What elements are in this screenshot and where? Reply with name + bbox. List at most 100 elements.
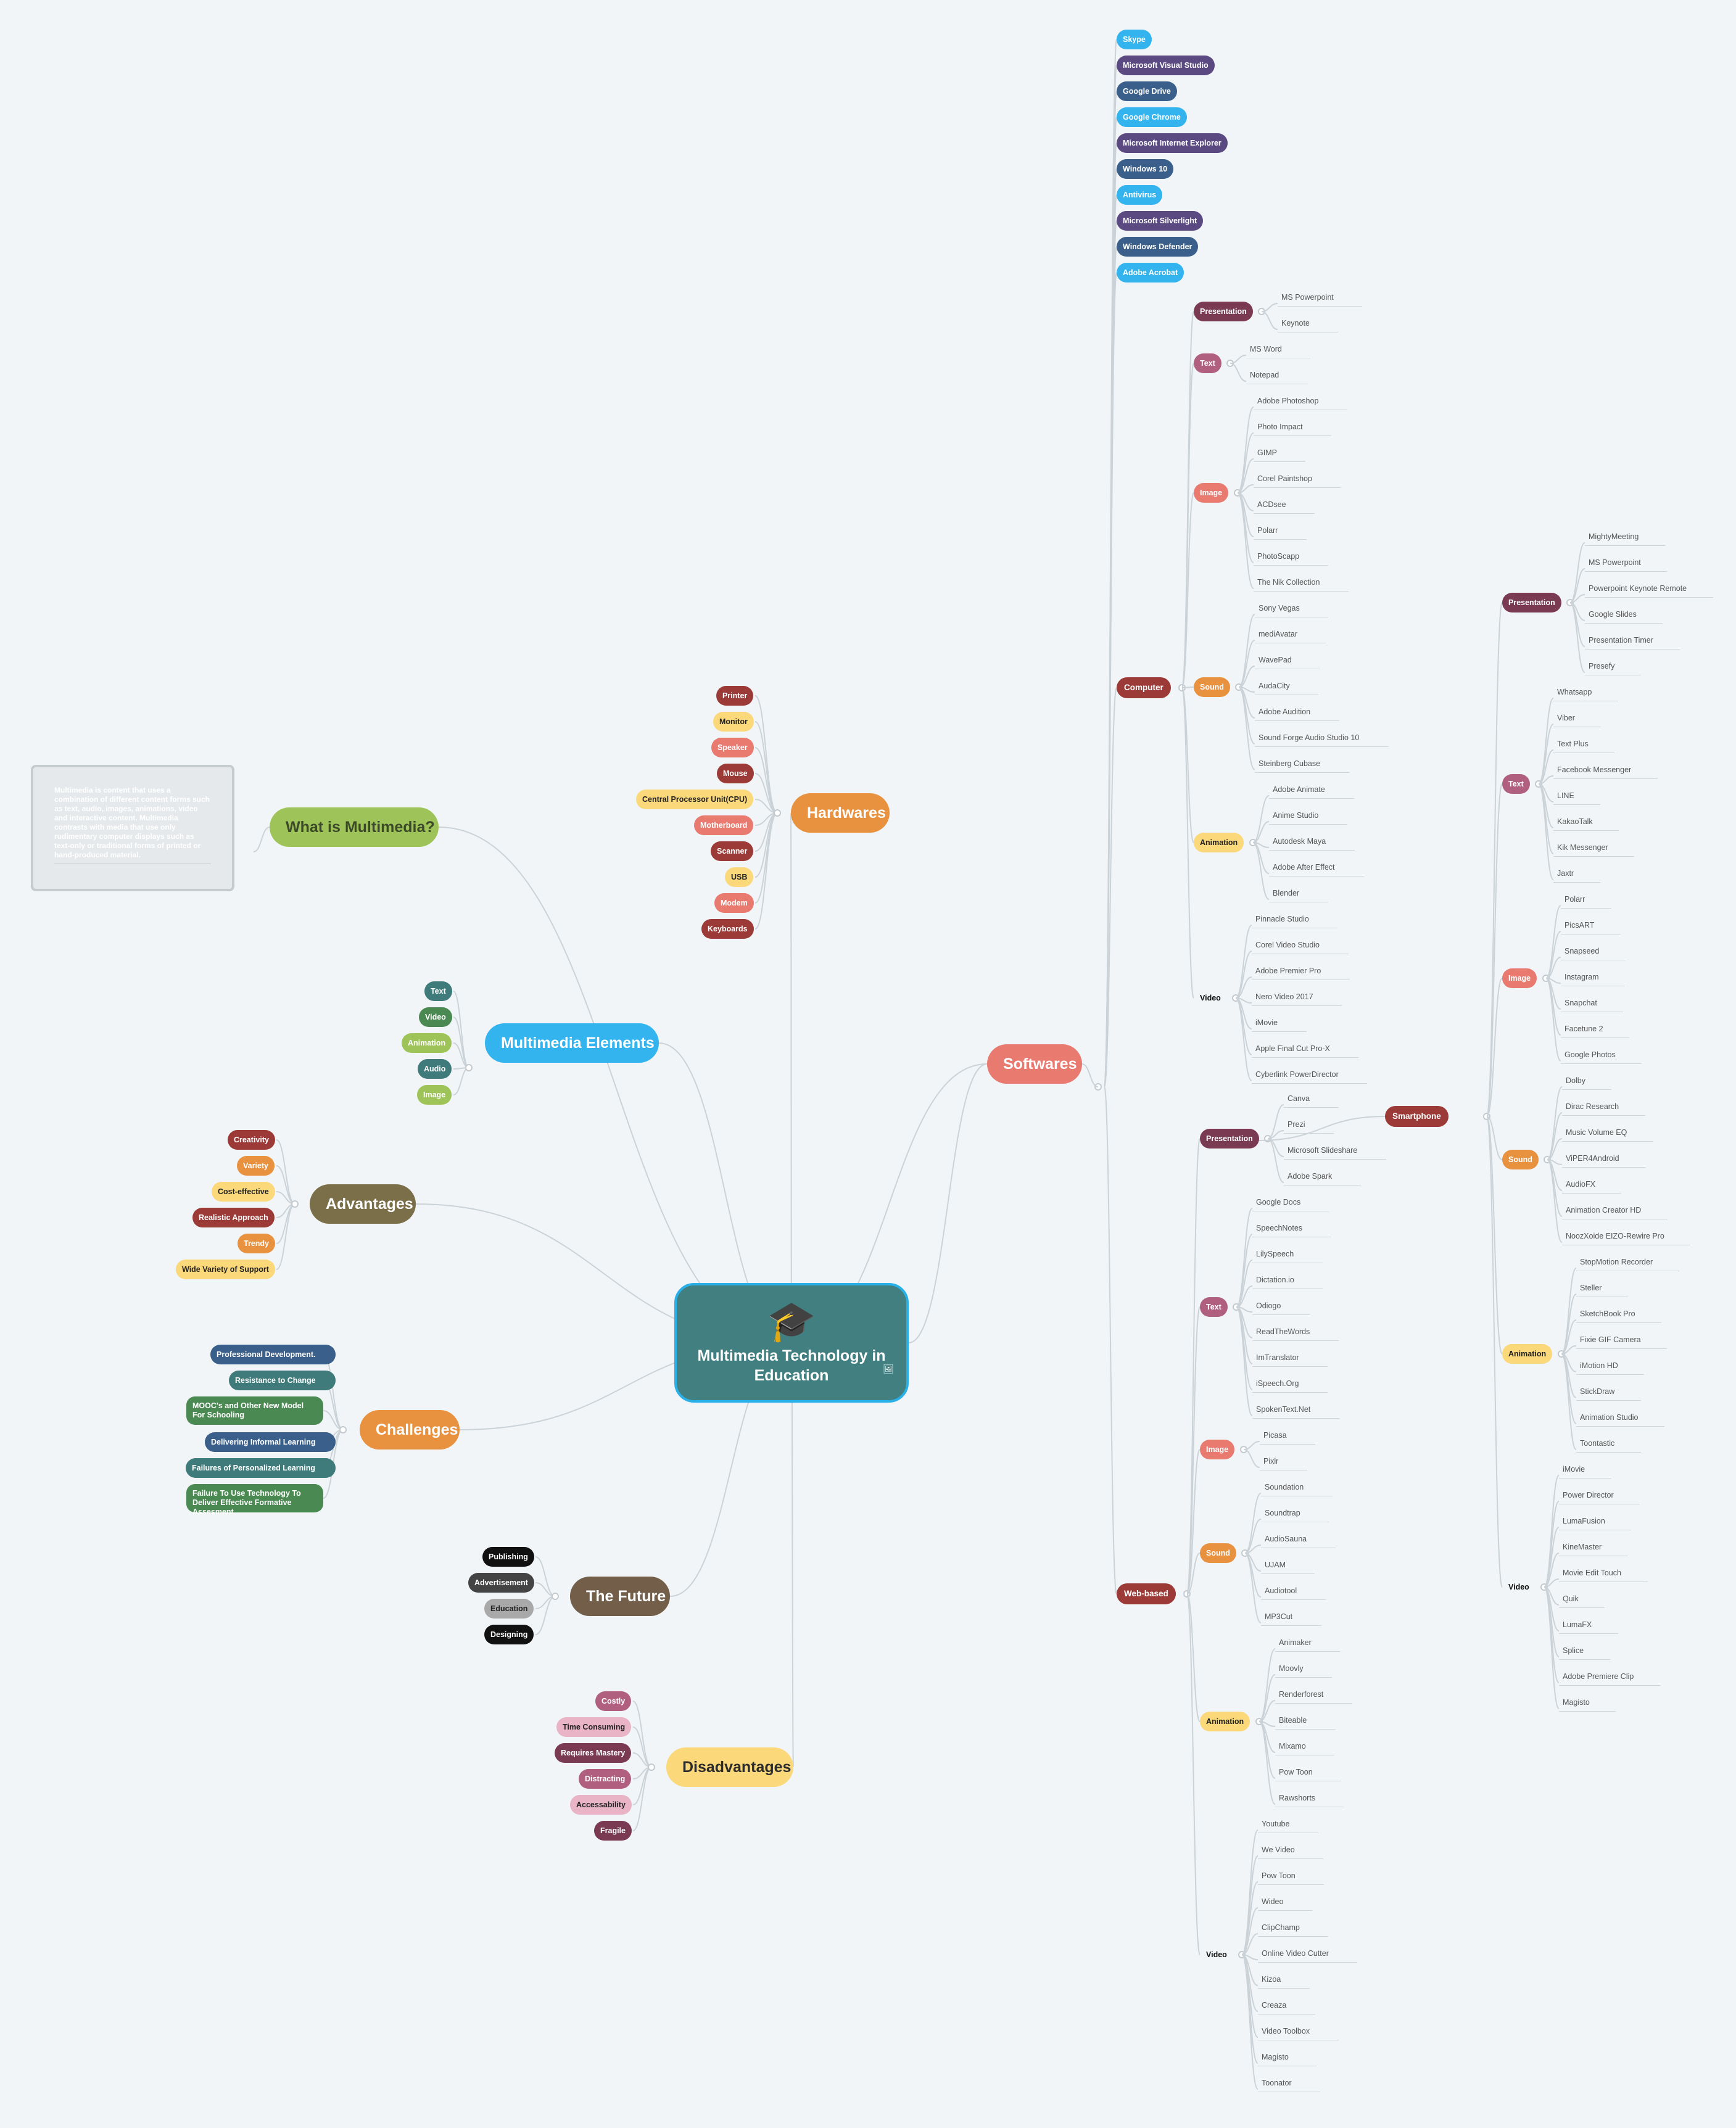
hardwares-item-motherboard[interactable]: Motherboard (694, 815, 754, 835)
challenges-item-professional-development[interactable]: Professional Development. (210, 1345, 336, 1364)
smartphone-text-item-jaxtr[interactable]: Jaxtr (1553, 867, 1600, 883)
computer-sound-item-steinberg-cubase[interactable]: Steinberg Cubase (1255, 757, 1349, 773)
computer-sound-item-adobe-audition[interactable]: Adobe Audition (1255, 706, 1339, 721)
softwares-item-microsoft-silverlight[interactable]: Microsoft Silverlight (1117, 211, 1204, 231)
smartphone-animation-item-stickdraw[interactable]: StickDraw (1576, 1385, 1641, 1401)
advantages-item-cost-effective[interactable]: Cost-effective (212, 1182, 275, 1202)
web-animation-item-moovly[interactable]: Moovly (1275, 1662, 1332, 1678)
future-item-publishing[interactable]: Publishing (482, 1547, 534, 1567)
disadvantages-item-requires-mastery[interactable]: Requires Mastery (555, 1743, 632, 1763)
computer-video-item-nero-video-2017[interactable]: Nero Video 2017 (1252, 991, 1342, 1006)
computer-sound-item-sound-forge-audio-studio-10[interactable]: Sound Forge Audio Studio 10 (1255, 732, 1389, 747)
smartphone-video-item-movie-edit-touch[interactable]: Movie Edit Touch (1559, 1567, 1648, 1582)
smartphone-animation-item-sketchbook-pro[interactable]: SketchBook Pro (1576, 1308, 1661, 1323)
computer-video-item-adobe-premier-pro[interactable]: Adobe Premier Pro (1252, 965, 1350, 980)
web-text-item-lilyspeech[interactable]: LilySpeech (1252, 1248, 1323, 1263)
computer-group-image[interactable]: Image (1194, 483, 1229, 503)
multimedia-elements-item-animation[interactable]: Animation (402, 1033, 452, 1053)
smartphone-image-item-google-photos[interactable]: Google Photos (1561, 1049, 1642, 1064)
web-sound-item-audiosauna[interactable]: AudioSauna (1261, 1533, 1336, 1548)
softwares-item-skype[interactable]: Skype (1117, 30, 1152, 49)
web-animation-item-rawshorts[interactable]: Rawshorts (1275, 1792, 1344, 1807)
smartphone-sound-item-animation-creator-hd[interactable]: Animation Creator HD (1562, 1204, 1668, 1219)
web-image-item-pixlr[interactable]: Pixlr (1260, 1455, 1307, 1470)
computer-sound-item-mediavatar[interactable]: mediAvatar (1255, 628, 1326, 643)
advantages-item-trendy[interactable]: Trendy (238, 1234, 275, 1253)
smartphone-image-item-snapseed[interactable]: Snapseed (1561, 945, 1626, 960)
softwares-item-adobe-acrobat[interactable]: Adobe Acrobat (1117, 263, 1184, 282)
hardwares-item-speaker[interactable]: Speaker (711, 738, 754, 757)
web-video-item-online-video-cutter[interactable]: Online Video Cutter (1258, 1947, 1357, 1963)
smartphone-presentation-item-powerpoint-keynote-remote[interactable]: Powerpoint Keynote Remote (1585, 582, 1713, 598)
disadvantages-item-fragile[interactable]: Fragile (594, 1821, 632, 1841)
web-animation-item-renderforest[interactable]: Renderforest (1275, 1688, 1352, 1704)
softwares-web-based[interactable]: Web-based (1117, 1583, 1176, 1604)
web-animation-item-mixamo[interactable]: Mixamo (1275, 1740, 1334, 1755)
computer-image-item-adobe-photoshop[interactable]: Adobe Photoshop (1254, 395, 1347, 410)
smartphone-video-item-lumafusion[interactable]: LumaFusion (1559, 1515, 1631, 1530)
computer-image-item-gimp[interactable]: GIMP (1254, 447, 1305, 462)
smartphone-group-text[interactable]: Text (1502, 774, 1530, 794)
web-text-item-dictation-io[interactable]: Dictation.io (1252, 1274, 1323, 1289)
web-sound-item-mp3cut[interactable]: MP3Cut (1261, 1610, 1321, 1626)
smartphone-presentation-item-google-slides[interactable]: Google Slides (1585, 608, 1663, 624)
web-presentation-item-adobe-spark[interactable]: Adobe Spark (1284, 1170, 1361, 1186)
central-topic[interactable]: 🎓 Multimedia Technology in Education 🖼 (674, 1283, 909, 1403)
web-video-item-magisto[interactable]: Magisto (1258, 2051, 1317, 2066)
smartphone-group-presentation[interactable]: Presentation (1502, 593, 1561, 612)
computer-video-item-pinnacle-studio[interactable]: Pinnacle Studio (1252, 913, 1337, 928)
smartphone-group-video[interactable]: Video (1508, 1583, 1529, 1591)
smartphone-animation-item-toontastic[interactable]: Toontastic (1576, 1437, 1641, 1453)
smartphone-video-item-power-director[interactable]: Power Director (1559, 1489, 1640, 1504)
disadvantages-item-accessability[interactable]: Accessability (570, 1795, 632, 1815)
topic-advantages[interactable]: Advantages (310, 1184, 416, 1224)
web-video-item-toonator[interactable]: Toonator (1258, 2077, 1320, 2092)
smartphone-video-item-quik[interactable]: Quik (1559, 1593, 1605, 1608)
topic-disadvantages[interactable]: Disadvantages (666, 1747, 793, 1787)
computer-video-item-apple-final-cut-pro-x[interactable]: Apple Final Cut Pro-X (1252, 1042, 1358, 1058)
smartphone-image-item-snapchat[interactable]: Snapchat (1561, 997, 1623, 1012)
computer-presentation-item-keynote[interactable]: Keynote (1278, 317, 1338, 332)
computer-sound-item-audacity[interactable]: AudaCity (1255, 680, 1318, 695)
smartphone-text-item-text-plus[interactable]: Text Plus (1553, 738, 1614, 753)
multimedia-elements-item-image[interactable]: Image (417, 1085, 452, 1105)
web-text-item-readthewords[interactable]: ReadTheWords (1252, 1326, 1339, 1341)
computer-image-item-corel-paintshop[interactable]: Corel Paintshop (1254, 472, 1341, 488)
web-video-item-kizoa[interactable]: Kizoa (1258, 1973, 1310, 1989)
computer-sound-item-sony-vegas[interactable]: Sony Vegas (1255, 602, 1328, 617)
web-group-sound[interactable]: Sound (1200, 1543, 1236, 1563)
hardwares-item-central-processor-unit-cpu[interactable]: Central Processor Unit(CPU) (636, 790, 754, 809)
web-animation-item-animaker[interactable]: Animaker (1275, 1636, 1340, 1652)
smartphone-video-item-imovie[interactable]: iMovie (1559, 1463, 1611, 1478)
web-video-item-we-video[interactable]: We Video (1258, 1844, 1323, 1859)
web-video-item-creaza[interactable]: Creaza (1258, 1999, 1315, 2015)
collapse-toggle[interactable] (465, 1064, 473, 1071)
hardwares-item-usb[interactable]: USB (725, 867, 754, 887)
computer-animation-item-adobe-after-effect[interactable]: Adobe After Effect (1269, 861, 1364, 876)
softwares-item-antivirus[interactable]: Antivirus (1117, 185, 1163, 205)
smartphone-image-item-facetune-2[interactable]: Facetune 2 (1561, 1023, 1629, 1038)
future-item-advertisement[interactable]: Advertisement (468, 1573, 534, 1593)
smartphone-sound-item-noozxoide-eizo-rewire-pro[interactable]: NoozXoide EIZO-Rewire Pro (1562, 1230, 1690, 1245)
smartphone-presentation-item-presentation-timer[interactable]: Presentation Timer (1585, 634, 1680, 650)
web-sound-item-soundation[interactable]: Soundation (1261, 1481, 1333, 1496)
computer-text-item-ms-word[interactable]: MS Word (1246, 343, 1310, 358)
topic-hardwares[interactable]: Hardwares (791, 793, 890, 833)
smartphone-group-animation[interactable]: Animation (1502, 1344, 1553, 1364)
topic-the-future[interactable]: The Future (570, 1577, 670, 1616)
disadvantages-item-costly[interactable]: Costly (595, 1691, 632, 1711)
softwares-item-microsoft-internet-explorer[interactable]: Microsoft Internet Explorer (1117, 133, 1228, 153)
multimedia-elements-item-audio[interactable]: Audio (418, 1059, 452, 1079)
challenges-item-mooc-s-and-other-new-model-for-schooling[interactable]: MOOC's and Other New Model For Schooling (186, 1396, 323, 1425)
challenges-item-failure-to-use-technology-to-deliver-effective-formative-assesment[interactable]: Failure To Use Technology To Deliver Eff… (186, 1484, 323, 1516)
smartphone-text-item-kik-messenger[interactable]: Kik Messenger (1553, 841, 1634, 857)
topic-multimedia-elements[interactable]: Multimedia Elements (485, 1023, 659, 1063)
computer-video-item-cyberlink-powerdirector[interactable]: Cyberlink PowerDirector (1252, 1068, 1367, 1084)
smartphone-animation-item-stopmotion-recorder[interactable]: StopMotion Recorder (1576, 1256, 1679, 1271)
smartphone-image-item-instagram[interactable]: Instagram (1561, 971, 1625, 986)
web-presentation-item-microsoft-slideshare[interactable]: Microsoft Slideshare (1284, 1144, 1386, 1160)
computer-animation-item-adobe-animate[interactable]: Adobe Animate (1269, 783, 1354, 799)
hardwares-item-printer[interactable]: Printer (716, 686, 754, 706)
computer-animation-item-anime-studio[interactable]: Anime Studio (1269, 809, 1347, 825)
smartphone-sound-item-dirac-research[interactable]: Dirac Research (1562, 1100, 1645, 1116)
